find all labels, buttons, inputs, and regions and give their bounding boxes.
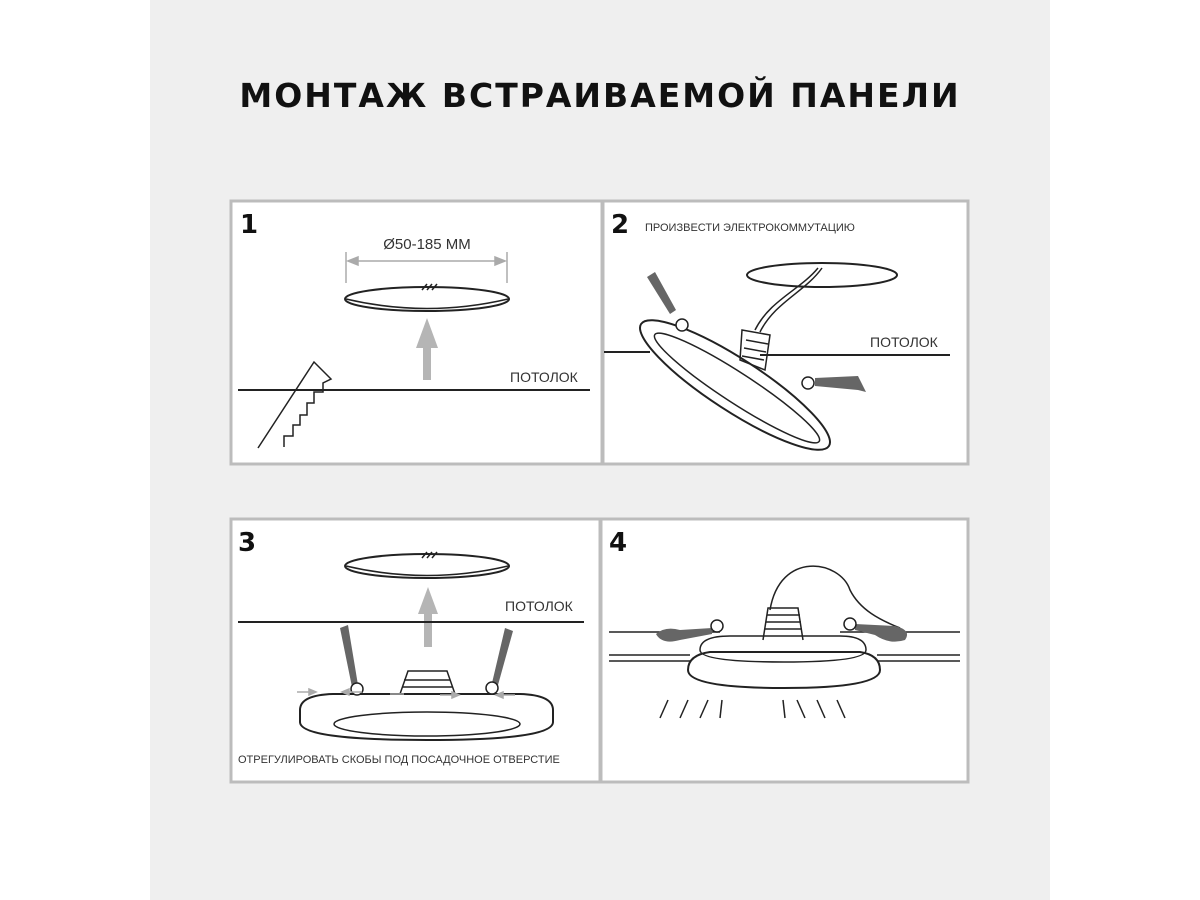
ceiling-label: ПОТОЛОК: [505, 598, 574, 614]
step-2-number: 2: [611, 210, 629, 240]
wire: [769, 565, 901, 629]
light-rays: [659, 699, 846, 719]
step-3-caption: ОТРЕГУЛИРОВАТЬ СКОБЫ ПОД ПОСАДОЧНОЕ ОТВЕ…: [238, 754, 560, 766]
ceiling-label: ПОТОЛОК: [870, 334, 939, 350]
panel-disk: [746, 262, 898, 288]
dimension-arrow: [345, 252, 508, 283]
diameter-label: Ø50-185 MM: [383, 236, 471, 253]
installed-light-panel: [686, 607, 882, 690]
up-arrow: [418, 587, 438, 647]
step-3-number: 3: [238, 528, 256, 558]
step-4-number: 4: [609, 528, 627, 558]
spring-clip: [647, 272, 866, 392]
spring-clip: [656, 617, 908, 642]
up-arrow: [416, 318, 438, 380]
adjust-arrows: [297, 687, 515, 700]
wire: [754, 267, 823, 333]
step-4-panel: 4: [599, 517, 970, 784]
spring-clip: [340, 625, 513, 696]
step-1-panel: 1 Ø50-185 MM ПОТОЛОК: [229, 199, 604, 466]
tilted-light-panel: [639, 319, 831, 451]
ceiling-label: ПОТОЛОК: [510, 369, 579, 385]
saw-icon: [257, 360, 333, 449]
panel-disk: [344, 551, 510, 579]
step-3-panel: 3 ПОТОЛОК: [229, 517, 602, 784]
step-2-caption: ПРОИЗВЕСТИ ЭЛЕКТРОКОММУТАЦИЮ: [645, 222, 855, 234]
step-2-panel: 2 ПРОИЗВЕСТИ ЭЛЕКТРОКОММУТАЦИЮ ПОТОЛОК: [601, 199, 970, 466]
panel-disk: [344, 283, 510, 312]
page-title: МОНТАЖ ВСТРАИВАЕМОЙ ПАНЕЛИ: [239, 76, 961, 115]
step-1-number: 1: [240, 210, 258, 240]
light-panel: [299, 670, 554, 742]
